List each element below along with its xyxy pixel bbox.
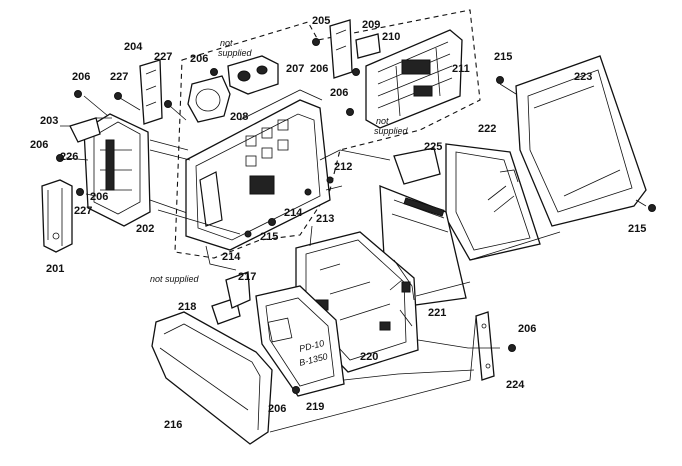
callout-219: 219 <box>306 401 324 413</box>
note-supplied-2: supplied <box>374 126 409 136</box>
callout-204: 204 <box>124 41 143 53</box>
callout-206-a: 206 <box>72 71 90 83</box>
callout-227-a: 227 <box>154 51 172 63</box>
callout-215-a: 215 <box>494 51 512 63</box>
callout-202: 202 <box>136 223 154 235</box>
callout-206-e: 206 <box>310 63 328 75</box>
callout-206-c: 206 <box>90 191 108 203</box>
screw-215-a <box>496 76 504 84</box>
screw-206-f <box>346 108 354 116</box>
screw-206-left <box>74 90 82 98</box>
callout-215-b: 215 <box>628 223 646 235</box>
part-209-bracket <box>329 19 353 79</box>
callout-207: 207 <box>286 63 304 75</box>
callout-212: 212 <box>334 161 352 173</box>
dashed-boundary-top <box>174 9 481 259</box>
part-211-circuit-board <box>365 29 463 129</box>
part-223-lcd-frame <box>515 55 647 227</box>
screw-214-a <box>268 218 276 226</box>
part-207-lens-unit <box>187 55 279 123</box>
callout-206-g: 206 <box>518 323 536 335</box>
part-222-lcd-panel <box>445 143 541 261</box>
screw-206-h <box>292 386 300 394</box>
part-217-bracket <box>225 271 251 309</box>
callout-208: 208 <box>230 111 248 123</box>
screw-206-b <box>56 154 64 162</box>
callout-216: 216 <box>164 419 182 431</box>
part-221-bracket <box>393 259 415 327</box>
callout-222: 222 <box>478 123 496 135</box>
screw-212 <box>326 176 334 184</box>
callout-206-h: 206 <box>268 403 286 415</box>
note-not-1: not <box>220 38 233 48</box>
callout-206-d: 206 <box>190 53 208 65</box>
part-219-sub-board <box>255 285 345 397</box>
screw-206-d <box>210 68 218 76</box>
part-201-side-bracket <box>41 179 73 253</box>
part-224-side-plate <box>475 311 495 381</box>
screw-227-a <box>114 92 122 100</box>
callout-213: 213 <box>316 213 334 225</box>
part-216-front-cover <box>151 311 273 445</box>
callout-209: 209 <box>362 19 380 31</box>
callout-206-b: 206 <box>30 139 48 151</box>
screw-227-b <box>164 100 172 108</box>
leader-lines <box>65 83 647 433</box>
callout-215-c: 215 <box>260 231 278 243</box>
screw-206-g <box>508 344 516 352</box>
callout-226: 226 <box>60 151 78 163</box>
screw-215-b <box>648 204 656 212</box>
part-210-bracket <box>355 33 381 59</box>
callout-206-f: 206 <box>330 87 348 99</box>
callout-227-c: 227 <box>74 205 92 217</box>
part-203-bracket <box>60 117 112 143</box>
part-204-bracket <box>139 59 163 125</box>
callout-214-a: 214 <box>284 207 303 219</box>
callout-224: 224 <box>506 379 525 391</box>
callout-221: 221 <box>428 307 446 319</box>
callout-227-b: 227 <box>110 71 128 83</box>
callout-220: 220 <box>360 351 378 363</box>
callout-214-b: 214 <box>222 251 241 263</box>
callout-201: 201 <box>46 263 64 275</box>
note-supplied-1: supplied <box>218 48 253 58</box>
callout-203: 203 <box>40 115 58 127</box>
screw-214-b <box>244 230 252 238</box>
part-208-main-chassis <box>185 89 343 251</box>
screw-206-c <box>76 188 84 196</box>
part-202-holder-frame <box>83 113 191 227</box>
screw-205 <box>312 38 320 46</box>
callout-210: 210 <box>382 31 400 43</box>
callout-217: 217 <box>238 271 256 283</box>
callout-205: 205 <box>312 15 330 27</box>
callout-218: 218 <box>178 301 196 313</box>
callout-211: 211 <box>452 63 470 75</box>
screw-213 <box>304 188 312 196</box>
note-not-supplied: not supplied <box>150 274 200 284</box>
screw-206-e <box>352 68 360 76</box>
callout-225: 225 <box>424 141 442 153</box>
callout-223: 223 <box>574 71 592 83</box>
note-not-2: not <box>376 116 389 126</box>
screws-group <box>56 38 656 394</box>
